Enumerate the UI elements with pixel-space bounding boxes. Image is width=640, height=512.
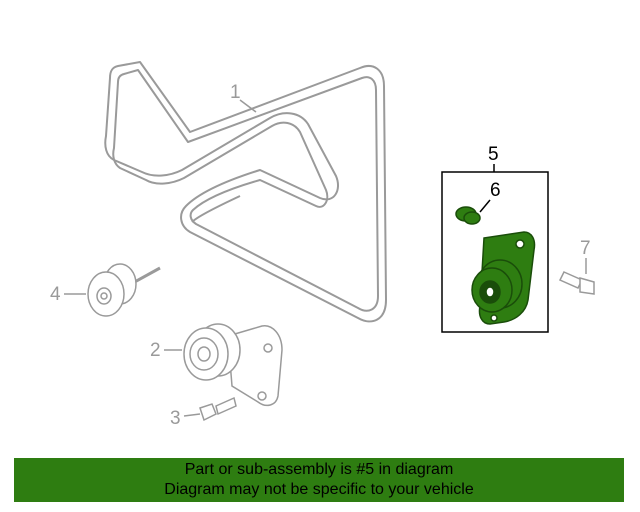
idler-pulley[interactable] [87,263,161,317]
mounting-bolt[interactable] [558,271,595,295]
callout-7: 7 [580,238,591,259]
callout-2: 2 [150,340,161,361]
callout-5: 5 [488,144,499,165]
leader-line-6 [479,199,491,213]
callout-6: 6 [490,180,501,201]
tensioner-cap[interactable] [455,206,481,225]
leader-line-3 [183,413,201,417]
callout-1: 1 [230,82,241,103]
banner-line-2: Diagram may not be specific to your vehi… [164,481,474,498]
serpentine-belt[interactable] [104,61,387,323]
leader-line-1 [239,99,257,113]
callout-3: 3 [170,408,181,429]
tensioner-assembly[interactable] [471,231,536,325]
small-bolt[interactable] [199,396,237,422]
belt-tensioner[interactable] [183,323,283,407]
info-banner: Part or sub-assembly is #5 in diagram Di… [14,458,624,502]
banner-line-1: Part or sub-assembly is #5 in diagram [184,461,454,478]
callout-4: 4 [50,284,61,305]
